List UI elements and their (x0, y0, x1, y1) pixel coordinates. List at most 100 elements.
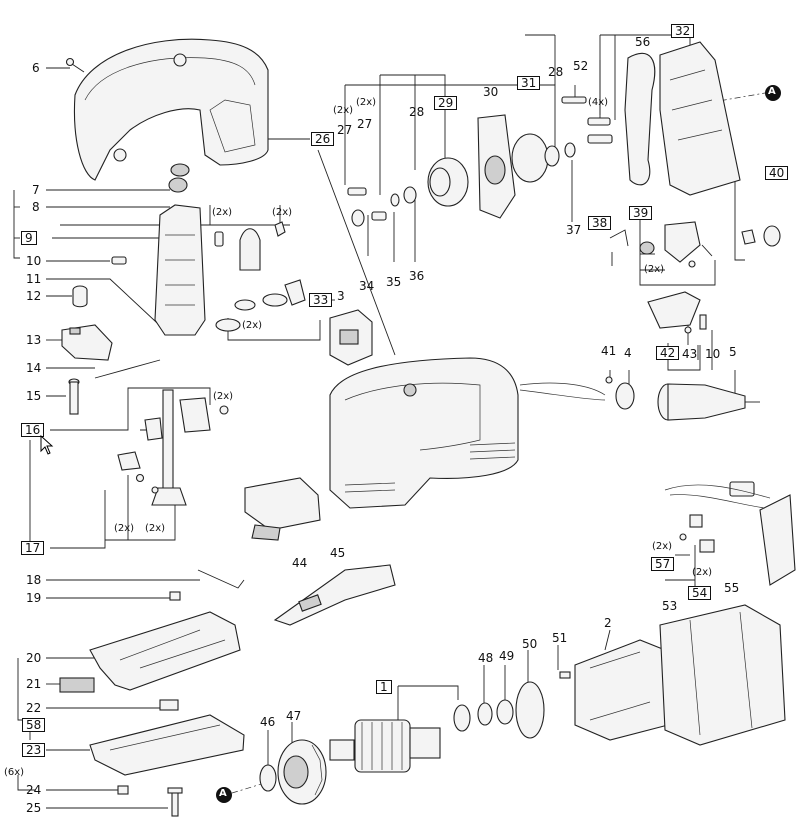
part-48-bearing (477, 702, 493, 726)
qty-2x-57: (2x) (652, 541, 673, 552)
part-22 (159, 699, 179, 711)
part-9-motor-housing (154, 204, 286, 336)
part-27-28-pins (347, 186, 417, 227)
label-36: 36 (409, 269, 425, 283)
part-30-guide (477, 114, 516, 219)
label-27b: 27 (357, 117, 373, 131)
qty-2x-54: (2x) (692, 567, 713, 578)
label-1: 1 (376, 680, 392, 694)
part-45-dust-adapter (273, 564, 396, 626)
label-44: 44 (292, 556, 308, 570)
label-42: 42 (656, 346, 680, 360)
label-5: 5 (729, 345, 737, 359)
label-46: 46 (260, 715, 276, 729)
qty-4x: (4x) (588, 97, 609, 108)
part-40 (741, 225, 781, 247)
label-23: 23 (22, 743, 46, 757)
label-56: 56 (635, 35, 651, 49)
label-16: 16 (21, 423, 45, 437)
label-48: 48 (478, 651, 494, 665)
label-28a: 28 (409, 105, 425, 119)
part-46-47-gear (259, 739, 327, 805)
label-37: 37 (566, 223, 582, 237)
label-29: 29 (434, 96, 458, 110)
part-31-disc (511, 133, 576, 183)
part-42-bracket (647, 291, 707, 334)
part-1-armature (329, 704, 471, 773)
label-14: 14 (26, 361, 42, 375)
label-19: 19 (26, 591, 42, 605)
part-10-screw (111, 256, 127, 265)
arrow-marker-a-bottom (216, 787, 232, 803)
label-38: 38 (588, 216, 612, 230)
label-21: 21 (26, 677, 42, 691)
arrow-marker-a-top (765, 85, 781, 101)
label-13: 13 (26, 333, 42, 347)
label-10-left: 10 (26, 254, 42, 268)
label-9: 9 (21, 231, 37, 245)
label-58: 58 (22, 718, 46, 732)
label-34: 34 (359, 279, 375, 293)
label-35: 35 (386, 275, 402, 289)
arrow-label-a-top: A (768, 86, 776, 97)
part-51-screw (559, 671, 571, 679)
qty-2x-17b: (2x) (145, 523, 166, 534)
label-3: 3 (337, 289, 345, 303)
label-6: 6 (32, 61, 40, 75)
label-45: 45 (330, 546, 346, 560)
part-33-washers (215, 279, 306, 332)
label-26: 26 (311, 132, 335, 146)
label-54: 54 (688, 586, 712, 600)
qty-2x-c: (2x) (212, 207, 233, 218)
label-15: 15 (26, 389, 42, 403)
qty-2x-16: (2x) (213, 391, 234, 402)
part-44-chip-guard (244, 477, 321, 541)
label-12: 12 (26, 289, 42, 303)
part-39-parts (639, 221, 713, 268)
label-20: 20 (26, 651, 42, 665)
part-57-brushes (679, 514, 715, 553)
label-49: 49 (499, 649, 515, 663)
arrow-label-a-bottom: A (219, 788, 227, 799)
leader-lines-right (231, 34, 766, 794)
part-55-brush-board (664, 481, 796, 586)
label-30: 30 (483, 85, 499, 99)
part-21-insert (59, 677, 95, 693)
part-56-gasket (624, 52, 656, 186)
part-13 (61, 324, 113, 361)
part-18-hex-key (197, 569, 245, 589)
label-41: 41 (601, 344, 617, 358)
part-20-base-plate (89, 611, 241, 691)
part-17-group (117, 451, 159, 494)
label-11: 11 (26, 272, 42, 286)
label-52: 52 (573, 59, 589, 73)
label-51: 51 (552, 631, 568, 645)
part-38-clip (609, 229, 629, 266)
part-52-pins (561, 96, 613, 144)
label-28b: 28 (548, 65, 564, 79)
label-27a: 27 (337, 123, 353, 137)
label-33: 33 (309, 293, 333, 307)
part-12 (72, 285, 88, 308)
part-41-4-5-cable (605, 376, 760, 421)
label-7: 7 (32, 183, 40, 197)
part-3-switch (329, 309, 373, 366)
label-18: 18 (26, 573, 42, 587)
qty-6x: (6x) (4, 767, 25, 778)
part-19 (169, 591, 181, 601)
label-4: 4 (624, 346, 632, 360)
qty-2x-27b: (2x) (356, 97, 377, 108)
part-29-eccentric (427, 157, 469, 207)
label-53: 53 (662, 599, 678, 613)
label-8: 8 (32, 200, 40, 214)
label-40: 40 (765, 166, 789, 180)
part-6-screw (65, 57, 85, 73)
part-26-main-housing (329, 357, 519, 509)
label-22: 22 (26, 701, 42, 715)
part-14-rod (94, 359, 161, 379)
label-47: 47 (286, 709, 302, 723)
label-50: 50 (522, 637, 538, 651)
label-55: 55 (724, 581, 740, 595)
part-53-motor-housing (659, 604, 786, 746)
